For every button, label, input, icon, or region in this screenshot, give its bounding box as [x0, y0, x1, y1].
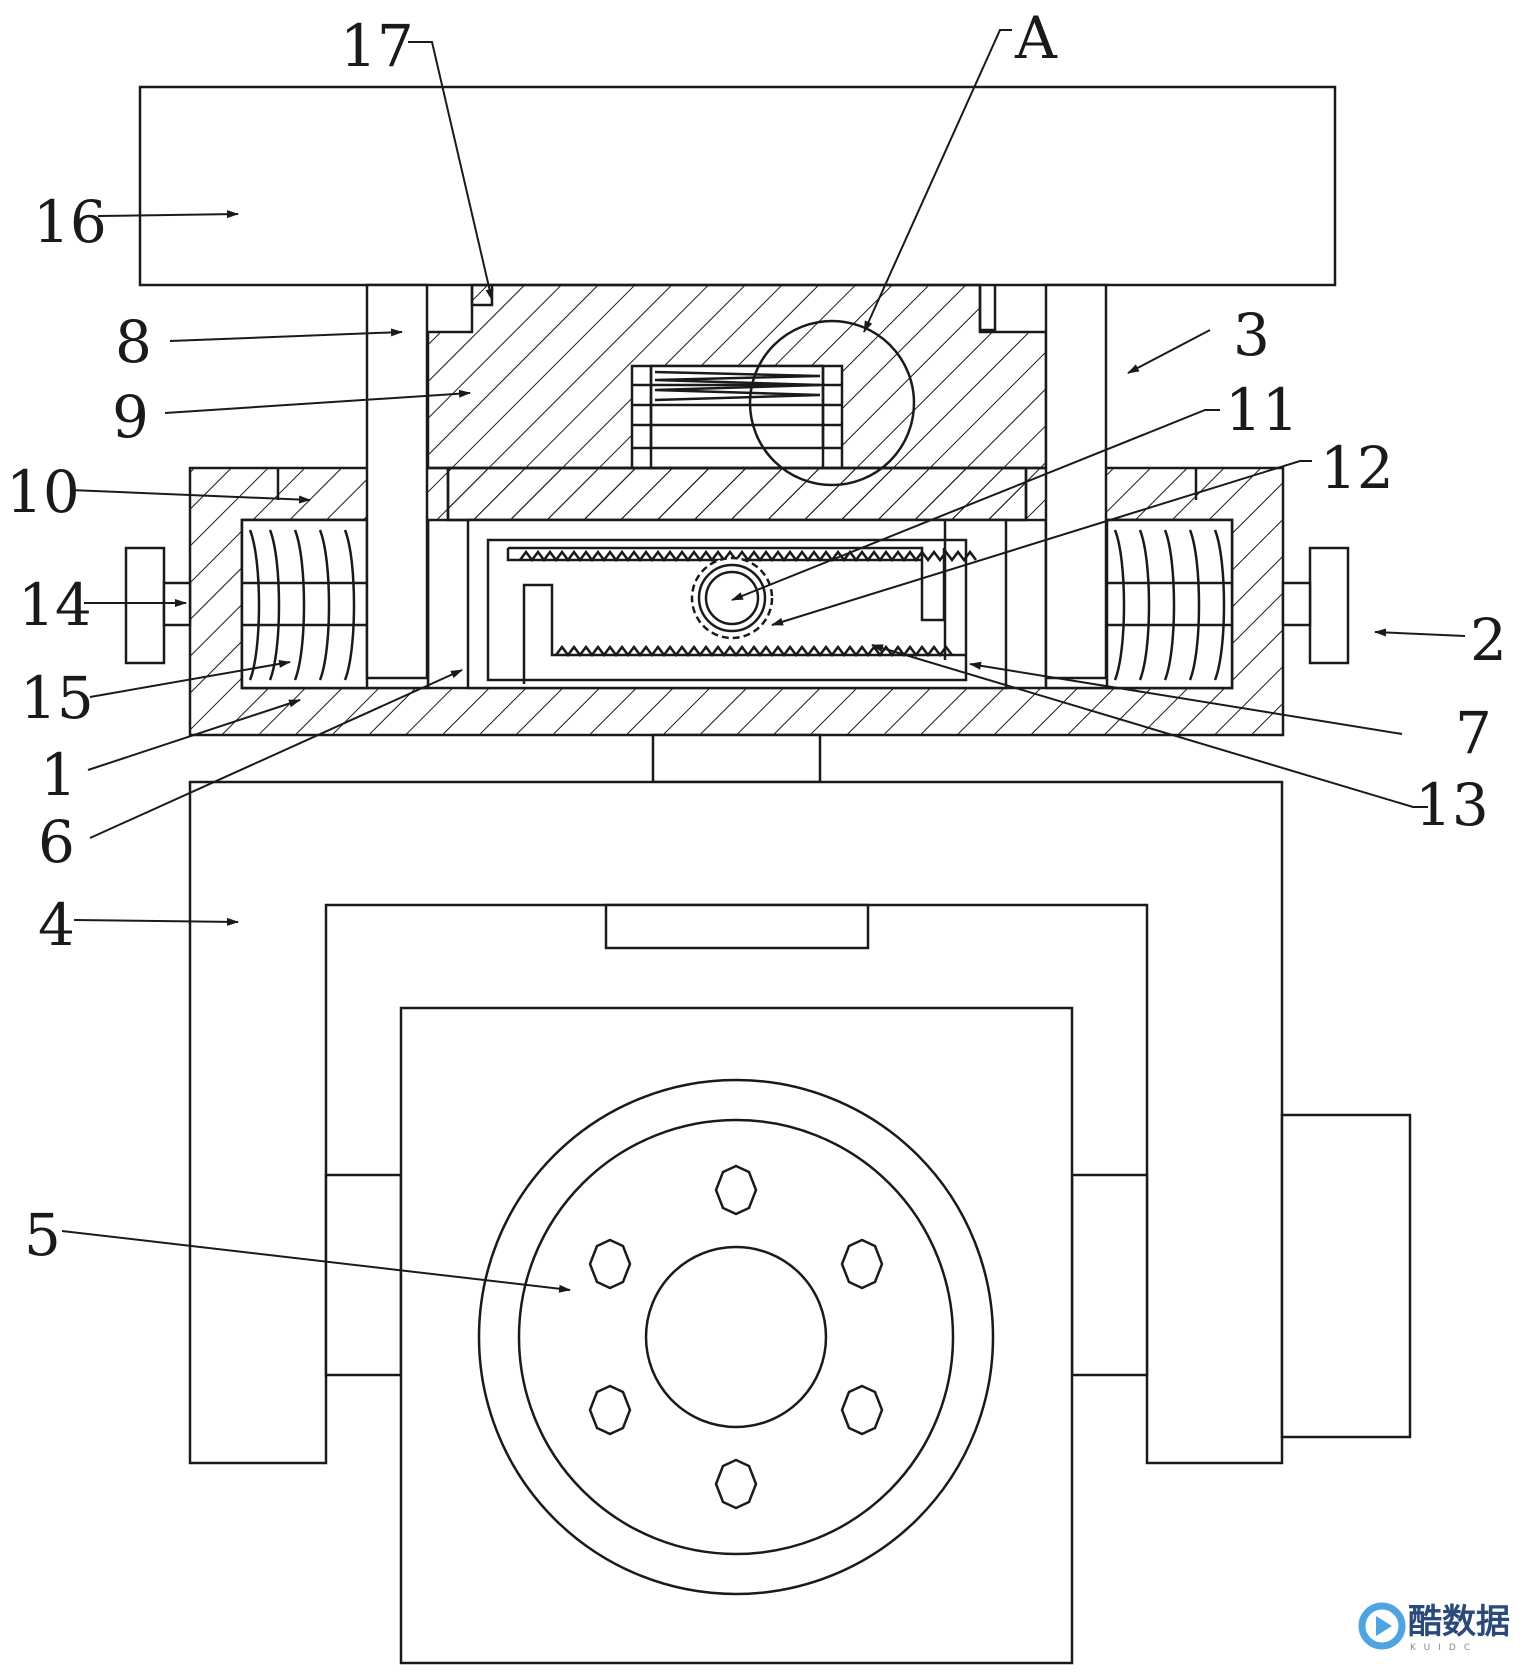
wheel-hub [644, 1245, 828, 1429]
left-rod [365, 283, 429, 680]
label-3: 3 [1233, 301, 1270, 369]
wheel-block [399, 1006, 1074, 1665]
left-knob [124, 546, 166, 665]
side-box [1280, 1113, 1412, 1439]
gear-shaft [704, 570, 760, 626]
wheel-inner [517, 1118, 955, 1556]
label-15: 15 [20, 664, 94, 732]
watermark-text: 酷数据 [1408, 1602, 1510, 1642]
label-8: 8 [115, 308, 152, 376]
wheel-outer [477, 1078, 995, 1596]
lower-rack [522, 583, 966, 684]
left-spring [248, 529, 356, 681]
label-12: 12 [1320, 434, 1394, 502]
label-14: 14 [18, 571, 92, 639]
label-5: 5 [24, 1201, 61, 1269]
right-knob [1308, 546, 1350, 665]
label-6: 6 [38, 808, 75, 876]
label-13: 13 [1415, 771, 1489, 839]
watermark-sub: KUIDC [1410, 1643, 1478, 1653]
right-rod [1044, 283, 1108, 680]
watermark: 酷数据 KUIDC [1358, 1602, 1510, 1653]
upper-rack [508, 546, 946, 622]
wheel-frame [188, 780, 1284, 1465]
small-spring [654, 370, 821, 402]
label-7: 7 [1455, 699, 1492, 767]
top-plate [138, 85, 1337, 287]
label-2: 2 [1470, 606, 1507, 674]
right-spring [1113, 529, 1226, 681]
label-4: 4 [38, 891, 75, 959]
connector [651, 733, 822, 784]
label-17: 17 [340, 12, 414, 80]
label-10: 10 [6, 458, 80, 526]
label-1: 1 [40, 741, 77, 809]
label-16: 16 [33, 188, 107, 256]
label-9: 9 [112, 383, 149, 451]
label-11: 11 [1225, 376, 1299, 444]
bolt-holes [588, 1164, 884, 1510]
label-a: A [1014, 4, 1058, 72]
